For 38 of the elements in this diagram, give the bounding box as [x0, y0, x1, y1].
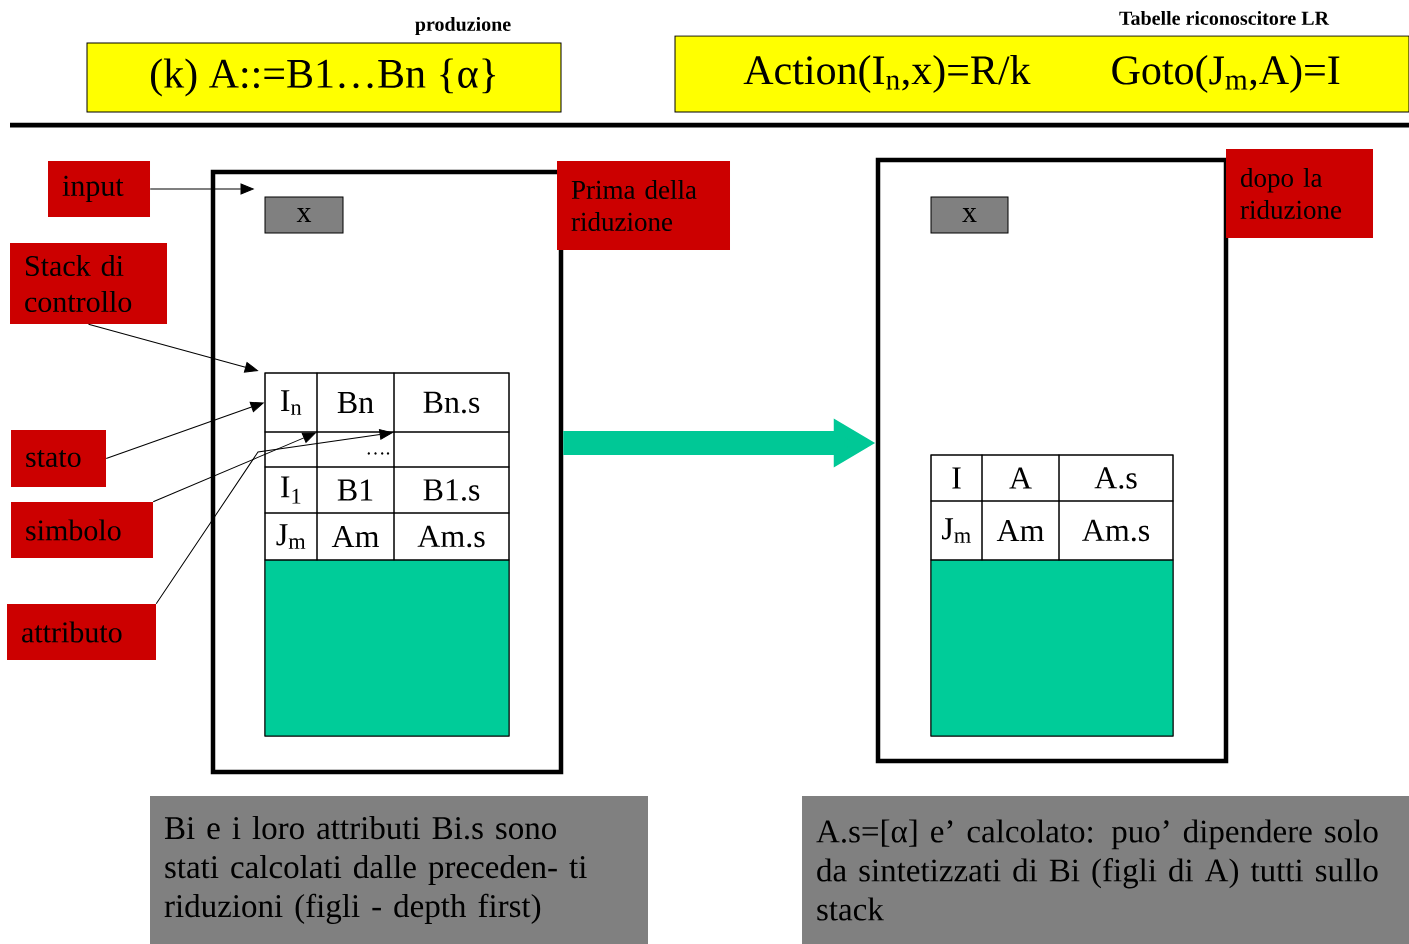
formula-box: (k) A::=B1…Bn {α}	[86, 42, 562, 113]
table-cell: Bn.s	[393, 372, 510, 433]
table-cell: J$_{m}$	[264, 512, 318, 561]
callout-label: dopo la riduzione	[1226, 149, 1373, 238]
callout-label: attributo	[7, 604, 156, 660]
table-cell: Am.s	[393, 512, 510, 561]
callout-label: Prima della riduzione	[557, 161, 730, 250]
table-cell: I$_{1}$	[264, 466, 318, 514]
arrow	[149, 183, 254, 195]
formula-box: Action(I$_{n}$,x)=R/k Goto(J$_{m}$,A)=I	[674, 35, 1409, 113]
stack-frame	[210, 169, 564, 775]
table-cell: Am	[981, 500, 1060, 561]
arrow	[105, 401, 264, 459]
table-cell: Bn	[316, 372, 395, 433]
callout-label: Stack di controllo	[10, 243, 167, 324]
table-cell: Am.s	[1058, 500, 1174, 561]
input-box: x	[264, 196, 344, 234]
callout-label: stato	[11, 430, 106, 487]
table-cell: A.s	[1058, 454, 1174, 502]
note-box: A.s=[α] e’ calcolato: puo’ dipendere solo da sintetizzati di Bi (figli di A) tutti sullo stack	[802, 796, 1409, 944]
table-cell: B1	[316, 466, 395, 514]
table-cell: B1.s	[393, 466, 510, 514]
callout-label: input	[48, 161, 150, 217]
arrow	[152, 432, 316, 503]
table-cell: I	[930, 454, 983, 502]
table-cell: Am	[316, 512, 395, 561]
note-box: Bi e i loro attributi Bi.s sono stati calcolati dalle preceden- ti riduzioni (figli - depth first)	[150, 796, 648, 944]
box-heading: Tabelle riconoscitore LR	[1119, 10, 1330, 26]
input-box: x	[930, 196, 1009, 234]
callout-label: simbolo	[11, 502, 153, 558]
table-cell: A	[981, 454, 1060, 502]
arrow	[155, 429, 393, 605]
ellipsis-text: ….	[367, 452, 390, 455]
table-cell: I$_{n}$	[264, 372, 318, 433]
box-heading: produzione	[415, 16, 511, 36]
stack-frame	[875, 157, 1229, 764]
arrow	[88, 323, 258, 373]
table-cell: J$_{m}$	[930, 500, 983, 561]
